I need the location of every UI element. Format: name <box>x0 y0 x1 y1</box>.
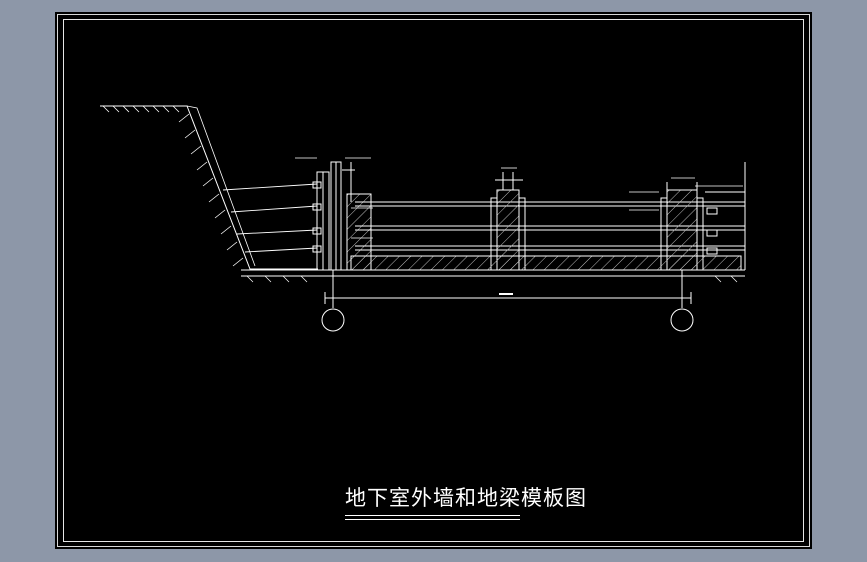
axis-bubble-right <box>670 308 694 332</box>
title-underline-2 <box>345 519 520 520</box>
outer-border <box>57 14 810 547</box>
foundation-slab <box>241 255 745 283</box>
dimension-line <box>324 292 692 304</box>
annotation-leaders <box>295 157 743 239</box>
excavation-slope <box>100 105 318 270</box>
drawing-title: 地下室外墙和地梁模板图 <box>345 486 587 510</box>
grid-axes <box>321 270 694 332</box>
drawing-sheet: 地下室外墙和地梁模板图 <box>55 12 812 549</box>
formwork-section-drawing <box>100 105 746 332</box>
outer-wall-formwork <box>312 161 372 271</box>
diagonal-struts <box>222 183 318 253</box>
axis-bubble-left <box>321 308 345 332</box>
title-underline-1 <box>345 515 520 516</box>
inner-border <box>63 19 804 542</box>
middle-column-formwork <box>490 172 526 271</box>
